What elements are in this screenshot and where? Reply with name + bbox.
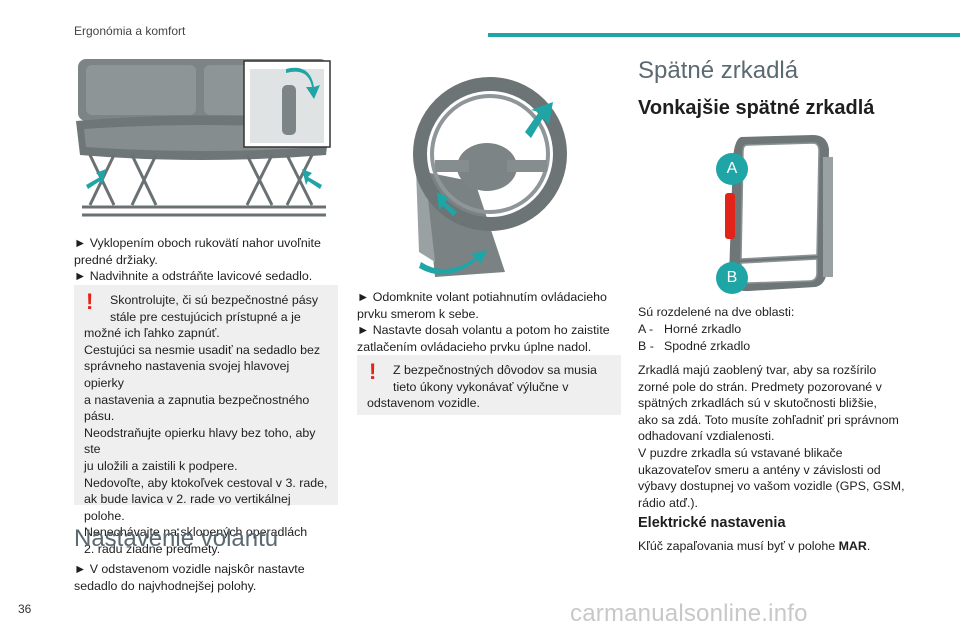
seatbelt-warning-box: ! Skontrolujte, či sú bezpečnostné pásy …: [74, 285, 338, 556]
page-number: 36: [18, 602, 32, 616]
header-accent-bar: [488, 33, 960, 37]
exterior-mirror-illustration: [705, 127, 835, 297]
warning-text-first: Skontrolujte, či sú bezpečnostné pásy st…: [110, 293, 319, 324]
mirror-label-b-badge: B: [716, 262, 748, 294]
steering-section-heading: Nastavenie volantu: [74, 525, 279, 552]
warning-exclamation-icon: !: [86, 289, 94, 314]
list-item-label: Horné zrkadlo: [664, 322, 742, 336]
mirror-areas-list: A - Horné zrkadlo B - Spodné zrkadlo: [638, 321, 908, 354]
exterior-mirrors-heading: Vonkajšie spätné zrkadlá: [638, 97, 875, 119]
bench-seat-illustration: [72, 55, 336, 220]
list-item-key: B -: [638, 338, 654, 353]
steering-adjust-instructions: ► Odomknite volant potiahnutím ovládacie…: [357, 290, 610, 354]
steering-intro-text: ► V odstavenom vozidle najskôr nastavte …: [74, 562, 305, 593]
warning-exclamation-icon: !: [369, 359, 377, 384]
list-item-label: Spodné zrkadlo: [664, 338, 751, 353]
seat-removal-instructions: ► Vyklopením oboch rukovätí nahor uvoľni…: [74, 236, 321, 284]
watermark: carmanualsonline.info: [570, 600, 808, 627]
electric-text-prefix: Kľúč zapaľovania musí byť v polohe: [638, 539, 839, 553]
steering-wheel-illustration: [395, 72, 575, 282]
warning-text-rest: možné ich ľahko zapnúť. Cestujúci sa nes…: [84, 326, 328, 556]
list-item-key: A -: [638, 322, 654, 336]
electric-settings-text: Kľúč zapaľovania musí byť v polohe MAR.: [638, 538, 918, 555]
running-header: Ergonómia a komfort: [74, 24, 186, 38]
mirror-areas-intro: Sú rozdelené na dve oblasti:: [638, 305, 795, 319]
steering-warning-box: ! Z bezpečnostných dôvodov sa musia tiet…: [357, 355, 621, 415]
mirror-description: Zrkadlá majú zaoblený tvar, aby sa rozší…: [638, 363, 905, 510]
warning-text-rest: odstavenom vozidle.: [367, 396, 480, 411]
ignition-position-key: MAR: [838, 539, 867, 553]
list-item: A - Horné zrkadlo: [638, 321, 908, 338]
list-item: B - Spodné zrkadlo: [638, 338, 908, 355]
electric-settings-heading: Elektrické nastavenia: [638, 515, 786, 531]
mirror-label-a-badge: A: [716, 153, 748, 185]
mirrors-section-heading: Spätné zrkadlá: [638, 57, 799, 84]
electric-text-suffix: .: [866, 539, 871, 553]
warning-text-first: Z bezpečnostných dôvodov sa musia tieto …: [393, 363, 597, 394]
